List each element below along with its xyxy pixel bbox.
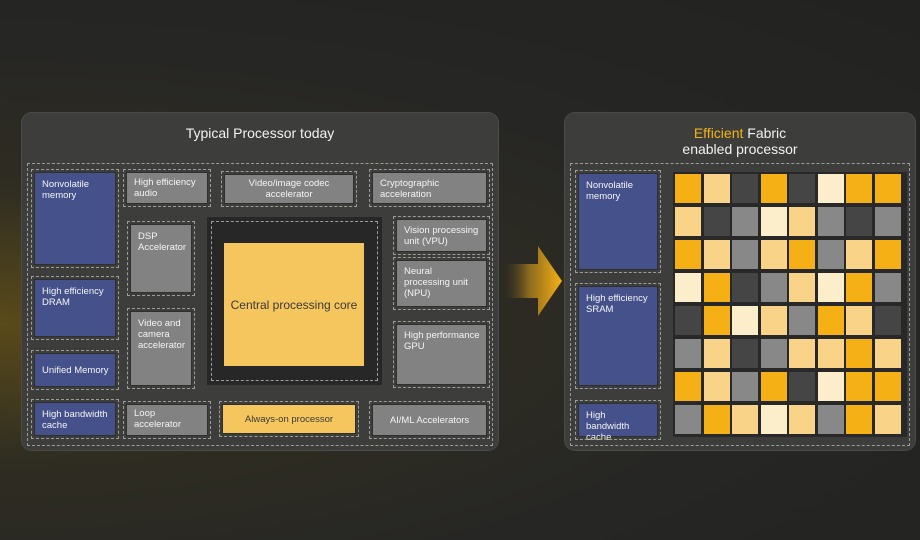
fabric-cell bbox=[760, 372, 787, 401]
typical-processor-panel: Typical Processor today Nonvolatile memo… bbox=[22, 113, 498, 450]
fabric-cell bbox=[846, 339, 872, 368]
fabric-cell bbox=[874, 306, 901, 335]
fabric-cell bbox=[732, 174, 758, 203]
fabric-cell bbox=[874, 207, 901, 236]
nonvolatile-memory-block: Nonvolatile memory bbox=[31, 169, 119, 268]
fabric-cell bbox=[732, 339, 758, 368]
fabric-cell bbox=[760, 405, 787, 434]
fabric-cell bbox=[846, 372, 872, 401]
arrow-right-icon bbox=[502, 246, 562, 316]
fabric-sram-block: High efficiency SRAM bbox=[575, 283, 661, 389]
efficient-fabric-subtitle: enabled processor bbox=[682, 141, 798, 157]
fabric-cell bbox=[874, 339, 901, 368]
fabric-cell bbox=[760, 306, 787, 335]
high-bandwidth-cache-block: High bandwidth cache bbox=[31, 399, 119, 439]
fabric-cell bbox=[760, 240, 787, 269]
fabric-cell bbox=[789, 405, 815, 434]
fabric-cache-block: High bandwidth cache bbox=[575, 400, 661, 443]
fabric-cell bbox=[789, 207, 815, 236]
fabric-cell bbox=[789, 372, 815, 401]
fabric-cell bbox=[874, 405, 901, 434]
codec-accelerator-block: Video/image codec accelerator bbox=[221, 171, 357, 207]
fabric-cell bbox=[817, 306, 844, 335]
fabric-cell bbox=[703, 207, 730, 236]
efficient-fabric-panel: Efficient Fabric enabled processor Nonvo… bbox=[565, 113, 915, 450]
fabric-cell bbox=[760, 273, 787, 302]
fabric-cell bbox=[846, 207, 872, 236]
fabric-cell bbox=[817, 339, 844, 368]
aiml-accelerators-block: AI/ML Accelerators bbox=[369, 401, 490, 439]
fabric-cell bbox=[789, 306, 815, 335]
fabric-cell bbox=[675, 174, 701, 203]
fabric-cell bbox=[846, 273, 872, 302]
fabric-cell bbox=[732, 240, 758, 269]
fabric-processor-frame bbox=[570, 163, 910, 446]
dsp-accelerator-block: DSP Accelerator bbox=[127, 221, 195, 296]
fabric-cell bbox=[874, 273, 901, 302]
fabric-cell bbox=[675, 273, 701, 302]
camera-accelerator-block: Video and camera accelerator bbox=[127, 308, 195, 389]
fabric-cell bbox=[732, 273, 758, 302]
audio-block: High efficiency audio bbox=[123, 169, 211, 207]
fabric-cell bbox=[703, 372, 730, 401]
loop-accelerator-block: Loop accelerator bbox=[123, 401, 211, 439]
cryptographic-block: Cryptographic acceleration bbox=[369, 169, 490, 207]
fabric-cell bbox=[789, 339, 815, 368]
fabric-cell bbox=[789, 273, 815, 302]
fabric-cell bbox=[874, 372, 901, 401]
unified-memory-block: Unified Memory bbox=[31, 350, 119, 390]
fabric-cell bbox=[760, 339, 787, 368]
dram-block: High efficiency DRAM bbox=[31, 276, 119, 340]
fabric-cell bbox=[846, 405, 872, 434]
fabric-cell bbox=[732, 306, 758, 335]
vpu-block: Vision processing unit (VPU) bbox=[393, 216, 490, 255]
title-highlight: Efficient bbox=[693, 125, 744, 141]
fabric-cell bbox=[760, 174, 787, 203]
efficient-fabric-title: Efficient Fabric bbox=[565, 125, 915, 141]
typical-processor-title: Typical Processor today bbox=[185, 125, 335, 141]
fabric-cell bbox=[675, 240, 701, 269]
fabric-cell bbox=[817, 207, 844, 236]
fabric-cell bbox=[874, 174, 901, 203]
fabric-cell bbox=[675, 339, 701, 368]
efficient-fabric-grid bbox=[673, 172, 907, 437]
fabric-cell bbox=[817, 240, 844, 269]
typical-processor-frame bbox=[27, 163, 493, 446]
fabric-cell bbox=[675, 405, 701, 434]
gpu-block: High performance GPU bbox=[393, 321, 490, 388]
fabric-cell bbox=[732, 207, 758, 236]
fabric-cell bbox=[846, 240, 872, 269]
fabric-cell bbox=[846, 174, 872, 203]
fabric-cell bbox=[817, 174, 844, 203]
fabric-cell bbox=[817, 372, 844, 401]
fabric-cell bbox=[789, 240, 815, 269]
fabric-cell bbox=[846, 306, 872, 335]
central-processing-core: Central processing core bbox=[224, 243, 364, 366]
fabric-cell bbox=[675, 207, 701, 236]
fabric-cell bbox=[703, 306, 730, 335]
fabric-cell bbox=[817, 273, 844, 302]
fabric-cell bbox=[732, 372, 758, 401]
fabric-cell bbox=[817, 405, 844, 434]
fabric-nonvolatile-memory-block: Nonvolatile memory bbox=[575, 170, 661, 273]
fabric-cell bbox=[789, 174, 815, 203]
always-on-processor-block: Always-on processor bbox=[219, 401, 359, 437]
fabric-cell bbox=[703, 405, 730, 434]
fabric-cell bbox=[732, 405, 758, 434]
fabric-cell bbox=[703, 273, 730, 302]
fabric-cell bbox=[675, 372, 701, 401]
fabric-cell bbox=[703, 174, 730, 203]
fabric-cell bbox=[760, 207, 787, 236]
fabric-cell bbox=[703, 240, 730, 269]
npu-block: Neural processing unit (NPU) bbox=[393, 257, 490, 310]
fabric-cell bbox=[703, 339, 730, 368]
fabric-cell bbox=[675, 306, 701, 335]
title-fabric: Fabric bbox=[743, 125, 787, 141]
fabric-cell bbox=[874, 240, 901, 269]
